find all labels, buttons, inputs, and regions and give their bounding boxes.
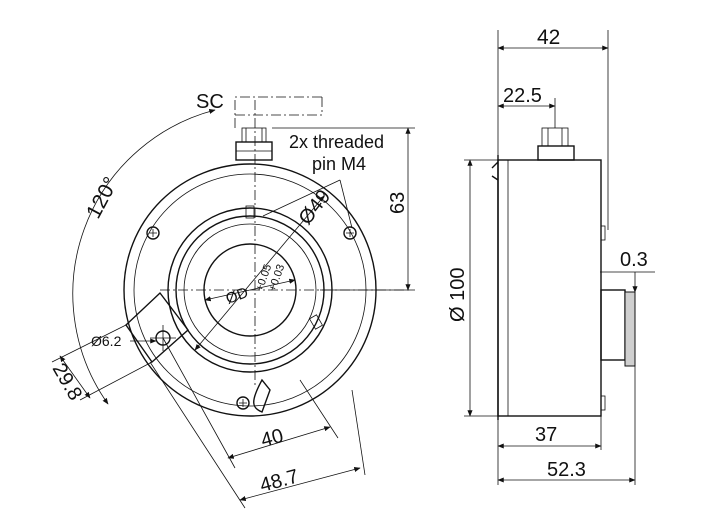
arm-width-label: 29.8	[48, 360, 87, 405]
dim-63-ext	[272, 127, 415, 291]
dim-0-3-line	[600, 271, 655, 292]
dim-48-7-line	[239, 467, 361, 501]
gap-label: 0.3	[620, 249, 648, 271]
arm-len2-label: 48.7	[258, 466, 301, 497]
flex-slot	[253, 378, 271, 413]
threaded-pin-line2: pin M4	[312, 154, 366, 174]
pin-leader	[262, 179, 353, 229]
dim-40-ext	[162, 337, 339, 469]
threaded-pin-line1: 2x threaded	[289, 132, 384, 152]
side-shaft-end	[624, 291, 636, 367]
dim-48-7-ext	[149, 361, 366, 509]
mounting-arm	[125, 291, 189, 364]
dim-29-8-line	[59, 355, 91, 399]
dim-100-ext	[464, 159, 498, 417]
front-view: 120° SC 2x threaded pin M4 Ø49 63 ØD +0.…	[48, 91, 415, 509]
side-view: 42 22.5 Ø 100 0.3 37 52.3	[447, 26, 655, 485]
side-flange	[491, 155, 499, 420]
dim-42-ext	[497, 30, 609, 230]
screw-left	[146, 226, 160, 240]
overall-depth-label: 52.3	[547, 459, 586, 481]
side-shaft	[600, 289, 626, 361]
total-width-label: 42	[537, 26, 560, 49]
pin-offset-label: 22.5	[503, 85, 542, 107]
connector-pin	[235, 127, 273, 161]
shaft-dia-label: ØD	[224, 284, 251, 308]
height-label: 63	[387, 192, 409, 214]
arm-len1-label: 40	[259, 425, 286, 452]
side-body	[497, 159, 602, 417]
angle-label: 120°	[82, 173, 123, 222]
dim-40-line	[227, 426, 331, 459]
angle-arc	[72, 108, 216, 405]
side-pin	[537, 127, 575, 161]
dia-49-line	[194, 195, 325, 351]
body-depth-label: 37	[535, 424, 557, 446]
screw-right	[343, 226, 357, 240]
body-dia-label: Ø 100	[447, 268, 469, 322]
screw-bottom	[236, 396, 250, 410]
hole-dia-label: Ø6.2	[91, 333, 122, 349]
sc-label: SC	[196, 91, 224, 113]
shaft-dim-line	[204, 278, 296, 302]
cable-path	[234, 96, 323, 128]
